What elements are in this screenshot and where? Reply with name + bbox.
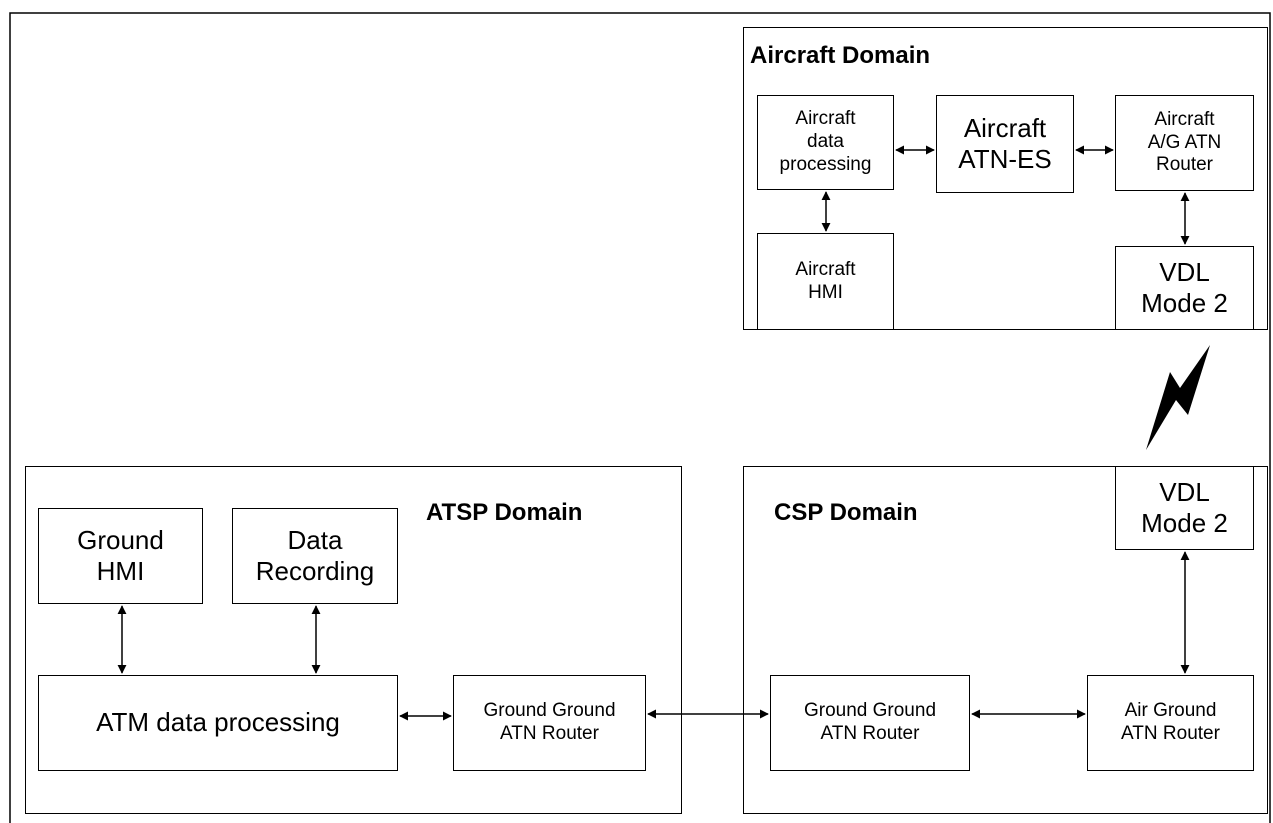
- aircraft-hmi-block: Aircraft HMI: [757, 233, 894, 330]
- csp-domain-title: CSP Domain: [774, 499, 918, 526]
- atm-data-processing-block: ATM data processing: [38, 675, 398, 771]
- csp-gg-atn-router-block: Ground Ground ATN Router: [770, 675, 970, 771]
- atsp-domain-title: ATSP Domain: [426, 499, 583, 526]
- aircraft-data-processing-block: Aircraft data processing: [757, 95, 894, 190]
- aircraft-vdl-mode2-block: VDL Mode 2: [1115, 246, 1254, 330]
- atsp-gg-atn-router-block: Ground Ground ATN Router: [453, 675, 646, 771]
- aircraft-ag-atn-router-block: Aircraft A/G ATN Router: [1115, 95, 1254, 191]
- radio-link-bolt: [1146, 345, 1210, 450]
- aircraft-domain-title: Aircraft Domain: [750, 42, 931, 69]
- data-recording-block: Data Recording: [232, 508, 398, 604]
- ground-hmi-block: Ground HMI: [38, 508, 203, 604]
- aircraft-atn-es-block: Aircraft ATN-ES: [936, 95, 1074, 193]
- outer-frame: [9, 12, 1271, 823]
- csp-ag-atn-router-block: Air Ground ATN Router: [1087, 675, 1254, 771]
- csp-vdl-mode2-block: VDL Mode 2: [1115, 466, 1254, 550]
